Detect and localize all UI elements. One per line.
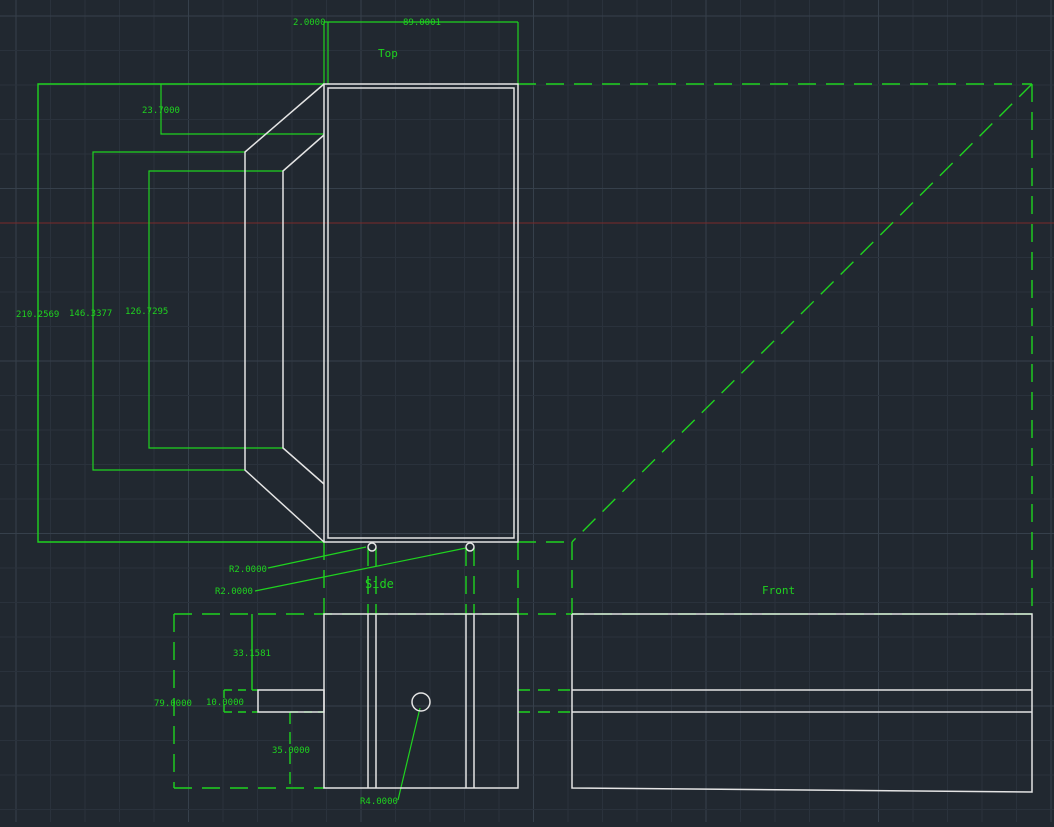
projection-lines [37,83,1033,789]
dim-inner-funnel-height: 126.7295 [125,307,168,317]
dim-side-height: 79.0000 [154,699,192,709]
dim-hole-radius: R4.0000 [360,797,398,807]
dim-outer-funnel-height: 146.3377 [69,309,112,319]
pin-left [367,542,377,552]
side-slot-tab [257,689,325,713]
dim-slot-offset: 33.1581 [233,649,271,659]
side-hole [411,692,431,712]
miter-line-dashed [571,83,1033,543]
part-geometry [244,83,1033,793]
dimension-lines [92,21,519,801]
dim-slot-thickness: 10.0000 [206,698,244,708]
pin-right [465,542,475,552]
top-body-outer [323,83,519,543]
dim-slot-base: 35.0000 [272,746,310,756]
dim-radius-left: R2.0000 [229,565,267,575]
top-view-label: Top [378,47,398,60]
overall-envelope-line [37,83,324,543]
dim-top-width: 89.0001 [403,18,441,28]
side-view-label: Side [365,577,394,591]
front-body [571,613,1033,793]
top-body-inner [327,87,515,539]
dim-overall-height: 210.2569 [16,310,59,320]
funnel-outer [244,83,325,543]
dim-chamfer-depth: 23.7000 [142,106,180,116]
funnel-inner [282,134,325,485]
front-view-label: Front [762,584,795,597]
dim-top-offset: 2.0000 [293,18,326,28]
side-body [323,613,519,789]
dim-radius-right: R2.0000 [215,587,253,597]
